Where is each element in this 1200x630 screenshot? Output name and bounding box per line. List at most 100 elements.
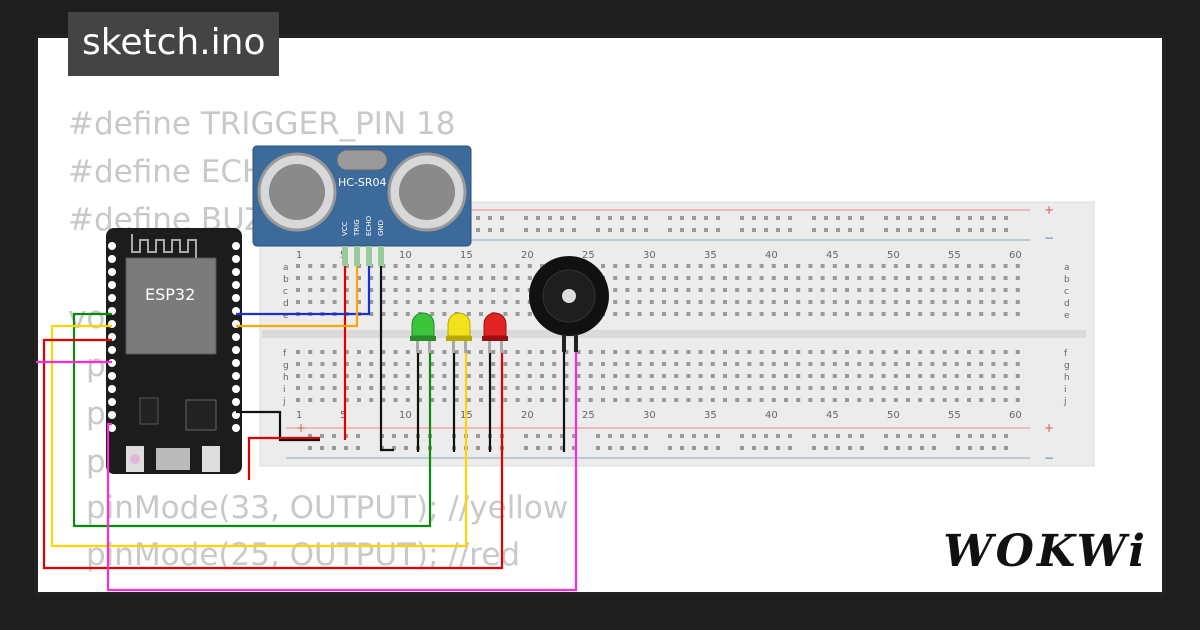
breadboard-hole — [860, 434, 864, 438]
breadboard-hole — [637, 350, 642, 354]
breadboard-hole — [357, 398, 361, 402]
breadboard-hole — [968, 216, 972, 220]
column-number: 50 — [887, 250, 900, 261]
breadboard-hole — [686, 276, 691, 280]
esp32-board[interactable]: ESP32 — [106, 228, 242, 474]
buzzer[interactable] — [529, 256, 609, 352]
breadboard-hole — [308, 362, 313, 366]
led-green[interactable] — [410, 312, 436, 353]
breadboard-hole — [613, 362, 618, 366]
breadboard-hole — [674, 398, 679, 402]
breadboard-hole — [967, 386, 971, 390]
breadboard-hole — [1015, 386, 1020, 390]
breadboard-hole — [442, 398, 447, 402]
breadboard-hole — [967, 264, 971, 268]
breadboard-hole — [649, 276, 654, 280]
breadboard-hole — [704, 446, 708, 450]
breadboard-hole — [1015, 300, 1020, 304]
breadboard-hole — [860, 216, 864, 220]
breadboard-hole — [884, 216, 888, 220]
breadboard-hole — [418, 288, 422, 292]
breadboard-hole — [479, 300, 483, 304]
breadboard-hole — [1015, 374, 1020, 378]
breadboard-hole — [393, 398, 398, 402]
breadboard-hole — [644, 228, 648, 232]
breadboard-hole — [540, 374, 544, 378]
breadboard-hole — [637, 276, 642, 280]
breadboard-hole — [662, 276, 666, 280]
breadboard-hole — [308, 350, 313, 354]
breadboard-hole — [820, 312, 825, 316]
breadboard-hole — [479, 312, 483, 316]
breadboard-hole — [930, 312, 935, 316]
breadboard-hole — [393, 264, 398, 268]
esp32-pin — [232, 294, 240, 302]
breadboard-hole — [723, 386, 727, 390]
breadboard-hole — [686, 386, 691, 390]
breadboard-hole — [588, 374, 593, 378]
breadboard-hole — [776, 446, 780, 450]
column-number: 30 — [643, 250, 656, 261]
breadboard-hole — [723, 264, 727, 268]
breadboard-hole — [857, 386, 862, 390]
breadboard-hole — [759, 386, 764, 390]
esp32-pin — [232, 333, 240, 341]
breadboard-hole — [560, 216, 564, 220]
breadboard-hole — [784, 312, 788, 316]
row-letter: d — [1064, 299, 1070, 309]
breadboard-hole — [601, 398, 605, 402]
breadboard-hole — [356, 446, 360, 450]
breadboard-hole — [845, 398, 849, 402]
breadboard-hole — [808, 300, 813, 304]
breadboard-hole — [710, 264, 715, 268]
row-letter: i — [283, 385, 286, 395]
breadboard-hole — [540, 398, 544, 402]
breadboard-hole — [796, 386, 801, 390]
led-yellow[interactable] — [446, 312, 472, 353]
breadboard-hole — [893, 312, 898, 316]
breadboard-hole — [857, 398, 862, 402]
breadboard-hole — [308, 288, 313, 292]
breadboard-hole — [405, 300, 410, 304]
breadboard-hole — [515, 398, 520, 402]
breadboard-hole — [832, 312, 837, 316]
breadboard-hole — [442, 374, 447, 378]
breadboard-hole — [932, 216, 936, 220]
breadboard-hole — [710, 300, 715, 304]
breadboard-hole — [930, 288, 935, 292]
breadboard-hole — [344, 374, 349, 378]
led-red[interactable] — [482, 312, 508, 353]
breadboard-hole — [710, 276, 715, 280]
breadboard-hole — [503, 398, 508, 402]
breadboard-hole — [674, 386, 679, 390]
wire-black-esp-gnd — [236, 410, 320, 442]
breadboard-hole — [759, 264, 764, 268]
breadboard-hole — [906, 288, 910, 292]
breadboard-hole — [479, 264, 483, 268]
file-tab[interactable]: sketch.ino — [68, 12, 280, 76]
ultrasonic-sensor[interactable]: HC-SR04 VCC TRIG ECHO GND — [252, 145, 472, 266]
breadboard-hole — [918, 398, 923, 402]
esp32-pin — [108, 424, 116, 432]
mcu-label: ESP32 — [145, 285, 195, 304]
breadboard-hole — [771, 350, 776, 354]
breadboard-hole — [893, 362, 898, 366]
breadboard-hole — [442, 276, 447, 280]
breadboard-hole — [956, 434, 960, 438]
breadboard-hole — [710, 288, 715, 292]
row-letter: i — [1064, 385, 1067, 395]
breadboard-hole — [503, 386, 508, 390]
column-number: 10 — [399, 250, 412, 261]
breadboard-hole — [332, 264, 337, 268]
column-number: 5 — [340, 410, 346, 421]
breadboard-hole — [564, 386, 569, 390]
breadboard-hole — [393, 350, 398, 354]
rail-plus-label: + — [1044, 421, 1054, 435]
breadboard-hole — [881, 264, 886, 268]
breadboard-hole — [548, 216, 552, 220]
breadboard-hole — [430, 300, 435, 304]
breadboard-hole — [527, 276, 532, 280]
row-letter: f — [283, 349, 287, 359]
breadboard-hole — [836, 446, 840, 450]
breadboard-hole — [466, 386, 471, 390]
